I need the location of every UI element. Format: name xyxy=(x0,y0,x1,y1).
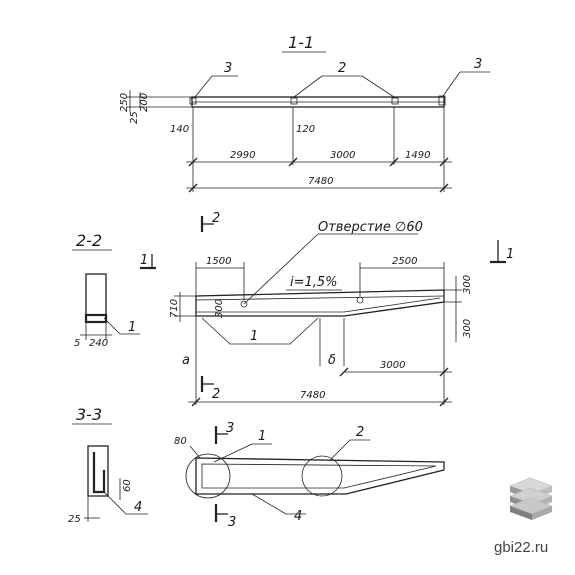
hole-leader xyxy=(243,233,319,305)
cut-1-right: 1 xyxy=(506,247,514,262)
detail-circle-1 xyxy=(185,453,231,499)
section-3-3-rebar xyxy=(92,452,106,494)
stacked-slabs-logo-icon xyxy=(509,477,553,520)
dim-140: 140 xyxy=(170,124,189,135)
tick xyxy=(439,367,449,377)
leader-1 xyxy=(103,317,121,335)
dim-60: 60 xyxy=(122,479,133,492)
beam-elevation xyxy=(195,289,445,317)
insert-end xyxy=(438,95,446,106)
section-1-1: 1-1 3 2 3 250 200 25 140 12 xyxy=(119,33,490,193)
cut-1-left: 1 xyxy=(140,253,148,268)
lower-trapezoid xyxy=(201,317,319,345)
tick xyxy=(188,183,198,193)
cut-2-bottom: 2 xyxy=(212,387,220,402)
callout-3-left: 3 xyxy=(224,61,232,76)
leader-3-right xyxy=(442,71,461,97)
dim-2500: 2500 xyxy=(392,256,417,267)
delta-label: δ xyxy=(328,353,336,368)
leader-2b xyxy=(361,75,395,98)
plan-view: 80 1 2 4 3 3 xyxy=(174,421,445,530)
callout-2: 2 xyxy=(338,61,346,76)
slope-label: i=1,5% xyxy=(290,275,338,290)
tick xyxy=(439,183,449,193)
span-2990: 2990 xyxy=(230,150,255,161)
insert-right xyxy=(391,97,399,105)
tick xyxy=(339,367,349,377)
tick xyxy=(389,157,399,167)
span-1490: 1490 xyxy=(405,150,430,161)
top-inner-line xyxy=(195,295,445,301)
hole-left xyxy=(240,300,248,308)
elevation-view: δ Отверстие ∅60 i=1,5% 1500 2500 300 300… xyxy=(140,211,514,407)
callout-1-2-2: 1 xyxy=(128,320,136,335)
detail-circle-2 xyxy=(301,455,343,497)
span-3000: 3000 xyxy=(330,150,355,161)
leader-2a xyxy=(293,75,323,98)
dim-25: 25 xyxy=(129,111,140,124)
cut-3-top: 3 xyxy=(226,421,234,436)
dim-25: 25 xyxy=(68,514,81,525)
elevation-callout-1: 1 xyxy=(250,329,258,344)
plan-callout-1: 1 xyxy=(258,429,266,444)
tick xyxy=(439,397,449,407)
dim-240: 240 xyxy=(89,338,108,349)
dim-200: 200 xyxy=(139,93,150,112)
leader-4 xyxy=(103,491,127,515)
watermark-text: gbi22.ru xyxy=(494,539,548,556)
dim-5: 5 xyxy=(74,338,80,349)
leader-plan-1 xyxy=(213,443,253,463)
hole-right xyxy=(356,296,364,304)
callout-3-right: 3 xyxy=(474,57,482,72)
total-7480-bottom: 7480 xyxy=(300,390,325,401)
dim-3000: 3000 xyxy=(380,360,405,371)
dim-300-left: 300 xyxy=(214,299,225,318)
dim-300-right-bottom: 300 xyxy=(462,319,473,338)
plan-inner xyxy=(201,463,437,489)
dim-120: 120 xyxy=(296,124,315,135)
watermark: gbi22.ru xyxy=(494,477,553,556)
dim-250: 250 xyxy=(119,93,130,112)
tick xyxy=(439,157,449,167)
insert-left xyxy=(189,97,197,105)
cut-3-bottom: 3 xyxy=(228,515,236,530)
dim-710: 710 xyxy=(169,299,180,318)
tick xyxy=(191,397,201,407)
callout-4-3-3: 4 xyxy=(134,500,142,515)
tick xyxy=(188,157,198,167)
total-7480-top: 7480 xyxy=(308,176,333,187)
dim-300-right-top: 300 xyxy=(462,275,473,294)
sloped-inner-line xyxy=(343,297,441,313)
plan-outline xyxy=(195,457,445,495)
dim-1500: 1500 xyxy=(206,256,231,267)
cut-2-top: 2 xyxy=(212,211,220,226)
tick xyxy=(288,157,298,167)
section-3-3: 3-3 60 25 4 xyxy=(68,405,148,525)
hole-label: Отверстие ∅60 xyxy=(318,220,423,235)
dim-80-leader xyxy=(189,445,201,459)
leader-plan-4 xyxy=(251,493,287,515)
section-1-1-title: 1-1 xyxy=(288,33,314,52)
dim-80: 80 xyxy=(174,436,187,447)
alpha-label: a xyxy=(182,353,190,368)
plan-callout-4: 4 xyxy=(294,509,302,524)
section-2-2: 2-2 5 240 1 xyxy=(72,231,140,349)
insert-mid xyxy=(290,97,298,105)
plan-callout-2: 2 xyxy=(356,425,364,440)
section-3-3-title: 3-3 xyxy=(76,405,102,424)
section-2-2-bottom-plate xyxy=(84,313,108,324)
leader-plan-2 xyxy=(329,439,351,461)
leader-3-left xyxy=(194,75,213,98)
section-2-2-title: 2-2 xyxy=(76,231,102,250)
section-3-3-profile xyxy=(87,445,109,497)
